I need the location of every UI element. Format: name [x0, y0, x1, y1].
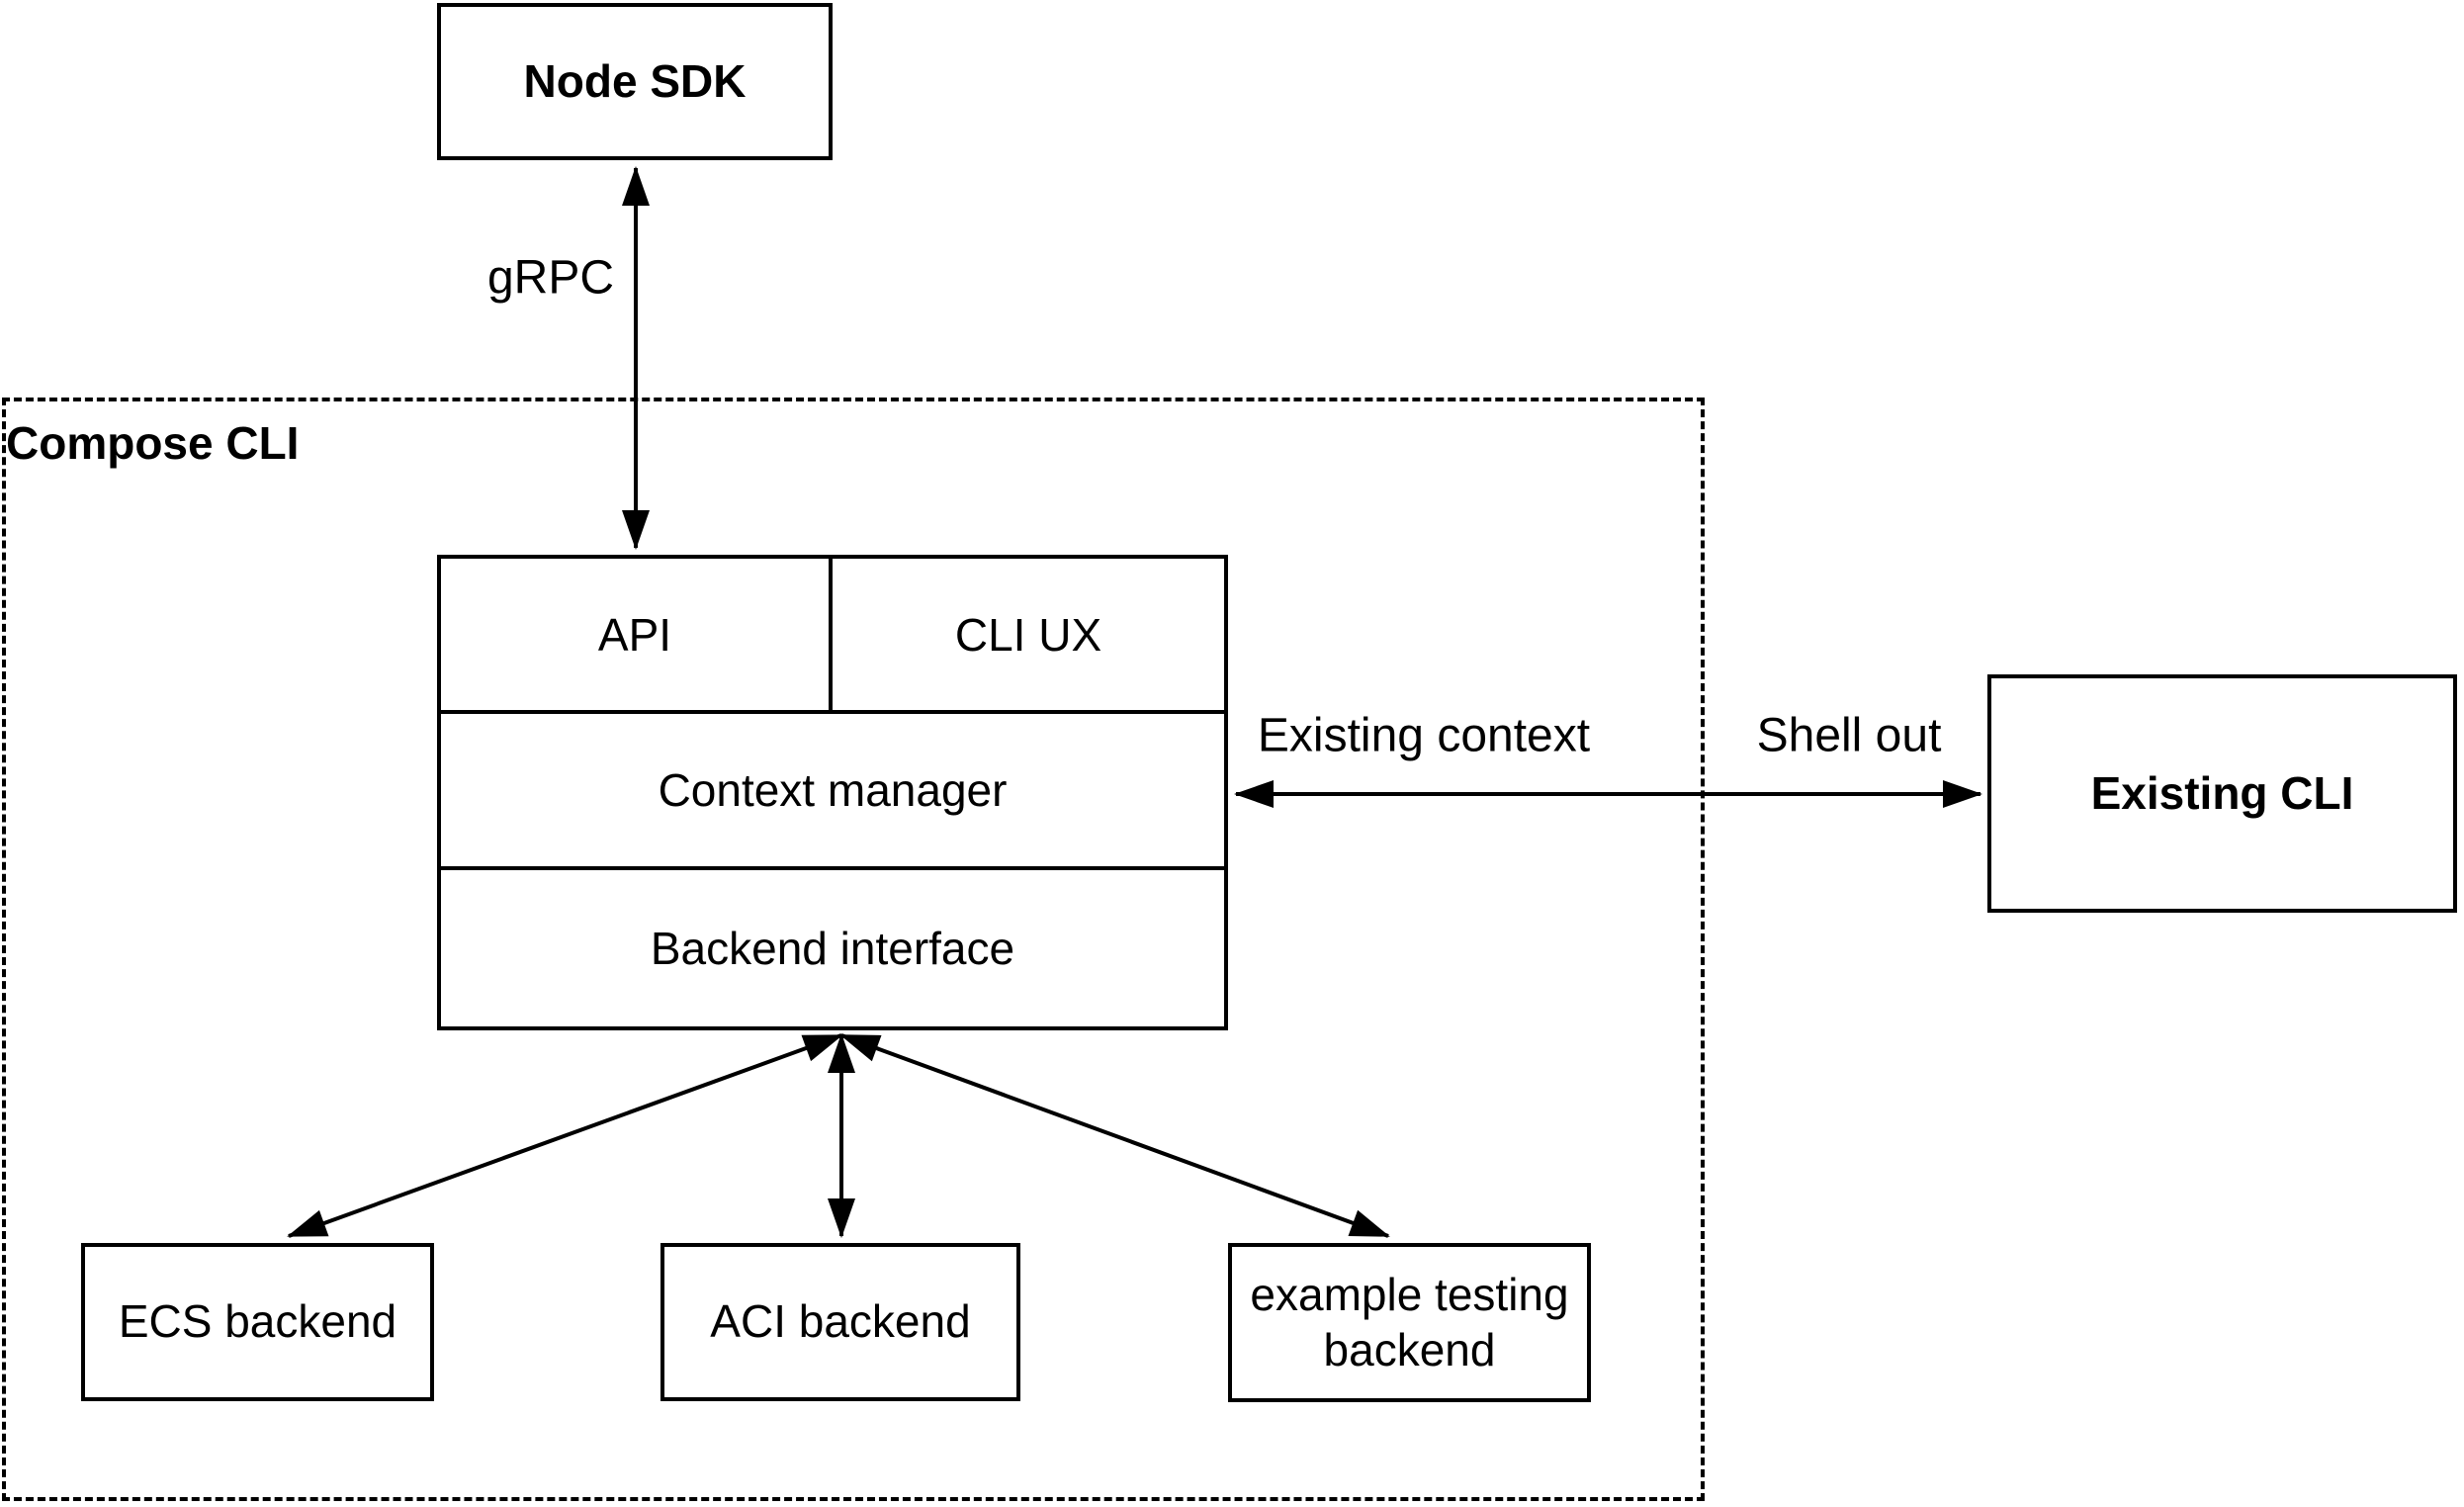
compose-cli-stack-box: API CLI UX Context manager Backend inter…: [437, 555, 1228, 1030]
api-cell: API: [441, 559, 833, 710]
backend-interface-cell: Backend interface: [441, 870, 1224, 1026]
ecs-backend-box: ECS backend: [81, 1243, 434, 1401]
node-sdk-box: Node SDK: [437, 3, 833, 160]
compose-cli-container: [2, 398, 1705, 1501]
aci-backend-label: ACI backend: [710, 1295, 971, 1348]
stack-top-row: API CLI UX: [441, 559, 1224, 714]
aci-backend-box: ACI backend: [660, 1243, 1020, 1401]
shell-out-edge-label: Shell out: [1752, 708, 1946, 763]
example-testing-backend-box: example testing backend: [1228, 1243, 1591, 1402]
context-manager-label: Context manager: [658, 764, 1008, 816]
backend-interface-label: Backend interface: [650, 923, 1015, 974]
cli-ux-cell: CLI UX: [833, 559, 1224, 710]
existing-cli-label: Existing CLI: [2090, 766, 2354, 819]
grpc-edge-label: gRPC: [483, 250, 619, 306]
example-testing-backend-label-line2: backend: [1323, 1323, 1496, 1375]
existing-cli-box: Existing CLI: [1987, 674, 2457, 913]
api-label: API: [597, 608, 672, 661]
example-testing-backend-label-line1: example testing: [1250, 1269, 1569, 1321]
existing-context-edge-label: Existing context: [1253, 708, 1595, 763]
compose-cli-container-title: Compose CLI: [6, 417, 300, 469]
context-manager-cell: Context manager: [441, 714, 1224, 870]
node-sdk-label: Node SDK: [523, 54, 747, 107]
ecs-backend-label: ECS backend: [118, 1295, 397, 1348]
cli-ux-label: CLI UX: [954, 608, 1102, 661]
